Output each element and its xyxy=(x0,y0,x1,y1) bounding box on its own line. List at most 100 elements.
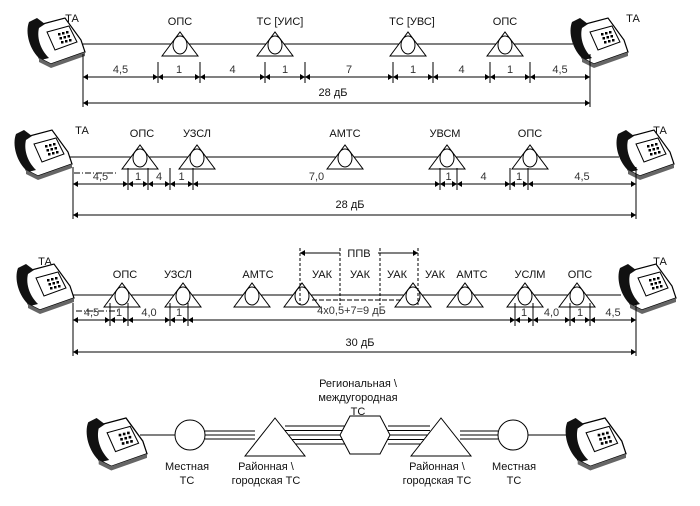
arrowhead xyxy=(523,181,528,187)
station-circle-icon xyxy=(497,35,513,55)
segment-attenuation: 4 xyxy=(480,171,486,183)
station-circle-icon xyxy=(569,286,585,306)
arrowhead xyxy=(428,74,433,80)
phone-key xyxy=(650,153,653,156)
segment-attenuation: 4,5 xyxy=(605,307,620,319)
arrowhead xyxy=(585,100,590,106)
station-circle-icon xyxy=(405,286,421,306)
phone-key xyxy=(51,278,54,281)
arrowhead xyxy=(158,74,163,80)
segment-attenuation: 1 xyxy=(282,64,288,76)
station-label: ОПС xyxy=(518,128,542,140)
phone-key xyxy=(63,36,66,39)
district-exchange-label: Районная \ xyxy=(409,461,466,473)
station-triangle-icon xyxy=(161,31,199,57)
phone-handset xyxy=(14,130,36,172)
station-triangle-icon xyxy=(103,282,141,308)
phone-base-side xyxy=(28,298,74,314)
arrowhead xyxy=(510,317,515,323)
segment-attenuation: 1 xyxy=(507,64,513,76)
local-exchange-label: ТС xyxy=(180,475,195,487)
phone-key xyxy=(130,440,133,443)
segment-attenuation: 4,5 xyxy=(113,64,128,76)
station-label: УВСМ xyxy=(430,128,461,140)
phone-key xyxy=(54,286,57,289)
station-label: ОПС xyxy=(493,16,517,28)
station-label: ОПС xyxy=(568,269,592,281)
arrowhead xyxy=(170,317,175,323)
arrowhead xyxy=(565,317,570,323)
station-triangle-icon xyxy=(233,282,271,308)
arrowhead xyxy=(200,74,205,80)
station-triangle-icon xyxy=(256,31,294,57)
telephone-icon xyxy=(86,417,148,471)
arrowhead xyxy=(83,100,88,106)
station-triangle-icon xyxy=(121,144,159,170)
station-circle-icon xyxy=(522,148,538,168)
phone-key xyxy=(55,277,58,280)
arrowhead xyxy=(123,317,128,323)
arrowhead xyxy=(300,74,305,80)
phone-base-side xyxy=(628,164,674,180)
phone-key xyxy=(605,441,608,444)
phone-key xyxy=(56,151,59,154)
station-circle-icon xyxy=(457,286,473,306)
phone-key xyxy=(658,281,661,284)
station-label: УАК xyxy=(387,269,408,281)
arrowhead xyxy=(631,181,636,187)
arrowhead xyxy=(128,181,133,187)
arrowhead xyxy=(585,317,590,323)
phone-key xyxy=(602,37,605,40)
segment-attenuation: 4,5 xyxy=(574,171,589,183)
telephone-icon xyxy=(618,263,677,314)
telephone-icon xyxy=(565,417,627,471)
phone-key xyxy=(601,33,604,36)
phone-key xyxy=(612,39,615,42)
phone-base-side xyxy=(39,52,85,68)
phone-key xyxy=(121,442,125,445)
station-label: АМТС xyxy=(242,269,273,281)
phone-key xyxy=(62,32,65,35)
arrowhead xyxy=(143,181,148,187)
arrowhead xyxy=(525,74,530,80)
arrowhead xyxy=(515,317,520,323)
arrowhead xyxy=(300,250,305,256)
segment-attenuation: 1 xyxy=(176,307,182,319)
phone-key xyxy=(124,436,128,440)
arrowhead xyxy=(530,74,535,80)
phone-key xyxy=(653,278,656,281)
segment-attenuation: 1 xyxy=(521,307,527,319)
arrowhead xyxy=(485,74,490,80)
local-exchange-label: Местная xyxy=(165,461,209,473)
phone-key xyxy=(50,148,53,151)
phone-key xyxy=(604,41,607,44)
arrowhead xyxy=(631,349,636,355)
phone-key xyxy=(58,33,61,36)
phone-key xyxy=(52,282,55,285)
phone-key xyxy=(48,153,51,156)
total-attenuation: 28 дБ xyxy=(319,87,348,99)
telephone-icon xyxy=(570,17,629,68)
phone-key xyxy=(607,435,611,439)
arrowhead xyxy=(528,317,533,323)
arrowhead xyxy=(73,181,78,187)
arrowhead xyxy=(305,74,310,80)
segment-attenuation: 4,5 xyxy=(84,307,99,319)
station-triangle-icon xyxy=(506,282,544,308)
phone-key xyxy=(46,149,49,152)
arrowhead xyxy=(165,181,170,187)
phone-key xyxy=(658,151,661,154)
station-circle-icon xyxy=(189,148,205,168)
regional-exchange-label: Региональная \ xyxy=(319,378,398,390)
phone-key xyxy=(610,35,613,38)
district-exchange-label: городская ТС xyxy=(232,475,301,487)
arrowhead xyxy=(183,317,188,323)
segment-attenuation: 4,0 xyxy=(544,307,559,319)
local-exchange-label: Местная xyxy=(492,461,536,473)
arrowhead xyxy=(505,181,510,187)
station-label: АМТС xyxy=(329,128,360,140)
phone-base-side xyxy=(98,453,147,471)
arrowhead xyxy=(388,74,393,80)
phone-handset xyxy=(86,418,110,463)
station-circle-icon xyxy=(294,286,310,306)
